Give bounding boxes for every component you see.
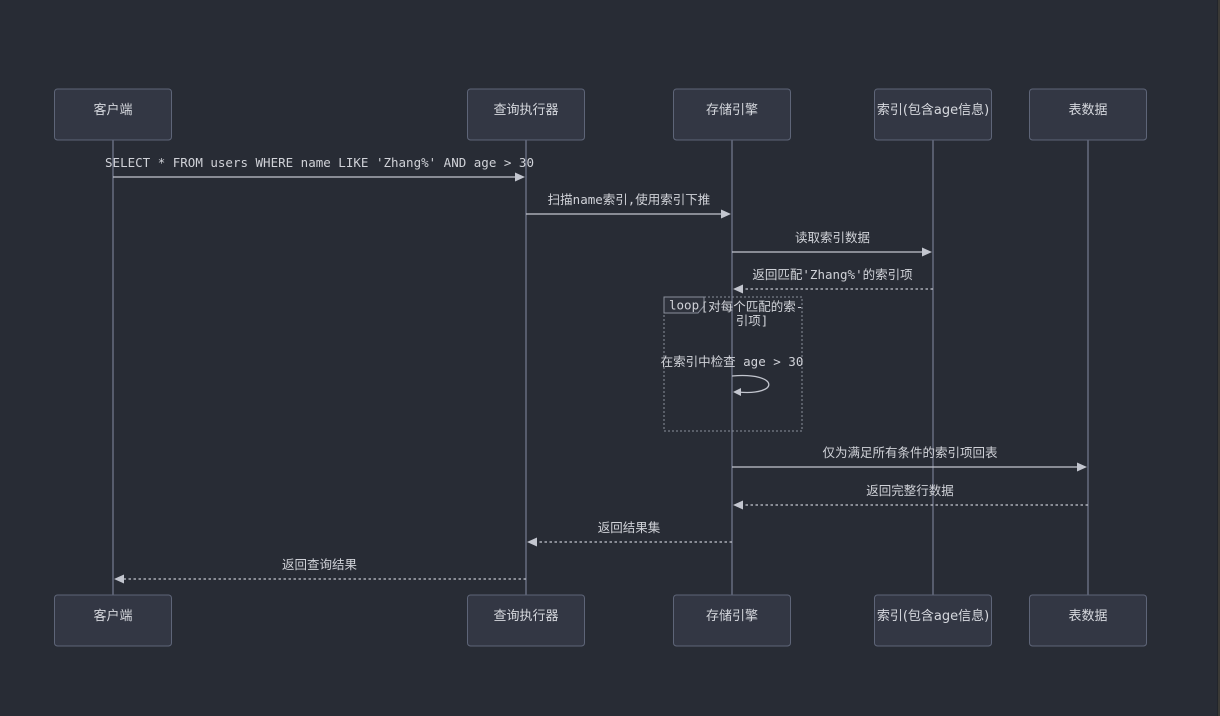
actor-box [673,594,791,647]
message-label: 返回查询结果 [282,557,358,572]
actor-box [874,88,992,141]
self-message-arrow [731,374,770,394]
loop-fragment: loop[对每个匹配的索-引项] [663,296,804,432]
actor-label: 查询执行器 [493,609,558,624]
arrowhead-icon [733,388,741,396]
message-label: 读取索引数据 [795,230,870,245]
message-label: 在索引中检查 age > 30 [661,354,804,369]
message-label: 仅为满足所有条件的索引项回表 [822,445,998,460]
actor-engine-top[interactable]: 存储引擎 [673,88,791,141]
actor-box [1029,594,1147,647]
actor-box [1029,88,1147,141]
loop-frame [663,296,803,432]
actor-box [874,594,992,647]
message-8: 返回结果集 [527,520,732,547]
actor-index-bottom[interactable]: 索引(包含age信息) [874,594,992,647]
message-6: 仅为满足所有条件的索引项回表 [732,445,1087,472]
actor-label: 客户端 [93,608,132,624]
message-4: 返回匹配'Zhang%'的索引项 [733,267,933,294]
loop-keyword: loop [669,298,699,313]
arrowhead-icon [527,537,537,547]
arrowhead-icon [515,172,525,182]
actor-label: 表数据 [1068,609,1107,624]
actor-table-top[interactable]: 表数据 [1029,88,1147,141]
message-label: 返回完整行数据 [866,483,954,498]
message-label: 返回匹配'Zhang%'的索引项 [752,267,912,282]
message-3: 读取索引数据 [732,230,932,257]
actor-label: 索引(包含age信息) [877,608,989,624]
actor-label: 存储引擎 [706,609,758,624]
arrowhead-icon [1077,462,1087,472]
message-1: SELECT * FROM users WHERE name LIKE 'Zha… [105,155,534,182]
message-7: 返回完整行数据 [733,483,1088,510]
arrowhead-icon [922,247,932,257]
actor-box [54,88,172,141]
loop-tag [663,296,705,314]
actor-box [467,88,585,141]
loop-condition-line2: 引项] [736,313,769,328]
actor-label: 存储引擎 [706,103,758,118]
message-label: SELECT * FROM users WHERE name LIKE 'Zha… [105,155,534,170]
actor-box [54,594,172,647]
actor-client-bottom[interactable]: 客户端 [54,594,172,647]
actor-label: 表数据 [1068,103,1107,118]
message-9: 返回查询结果 [114,557,526,584]
actor-index-top[interactable]: 索引(包含age信息) [874,88,992,141]
message-label: 扫描name索引,使用索引下推 [548,192,711,207]
message-5: 在索引中检查 age > 30 [661,354,804,396]
actor-client-top[interactable]: 客户端 [54,88,172,141]
actor-box [467,594,585,647]
arrowhead-icon [721,209,731,219]
loop-condition-line1: [对每个匹配的索- [701,299,804,314]
arrowhead-icon [114,574,124,584]
actor-executor-bottom[interactable]: 查询执行器 [467,594,585,647]
actor-engine-bottom[interactable]: 存储引擎 [673,594,791,647]
window-right-edge [1217,0,1220,716]
actor-executor-top[interactable]: 查询执行器 [467,88,585,141]
message-2: 扫描name索引,使用索引下推 [526,192,731,219]
message-label: 返回结果集 [598,520,661,535]
actor-label: 查询执行器 [493,103,558,118]
actor-label: 客户端 [93,102,132,118]
actor-box [673,88,791,141]
arrowhead-icon [733,500,743,510]
arrowhead-icon [733,284,743,294]
actor-table-bottom[interactable]: 表数据 [1029,594,1147,647]
actor-label: 索引(包含age信息) [877,102,989,118]
